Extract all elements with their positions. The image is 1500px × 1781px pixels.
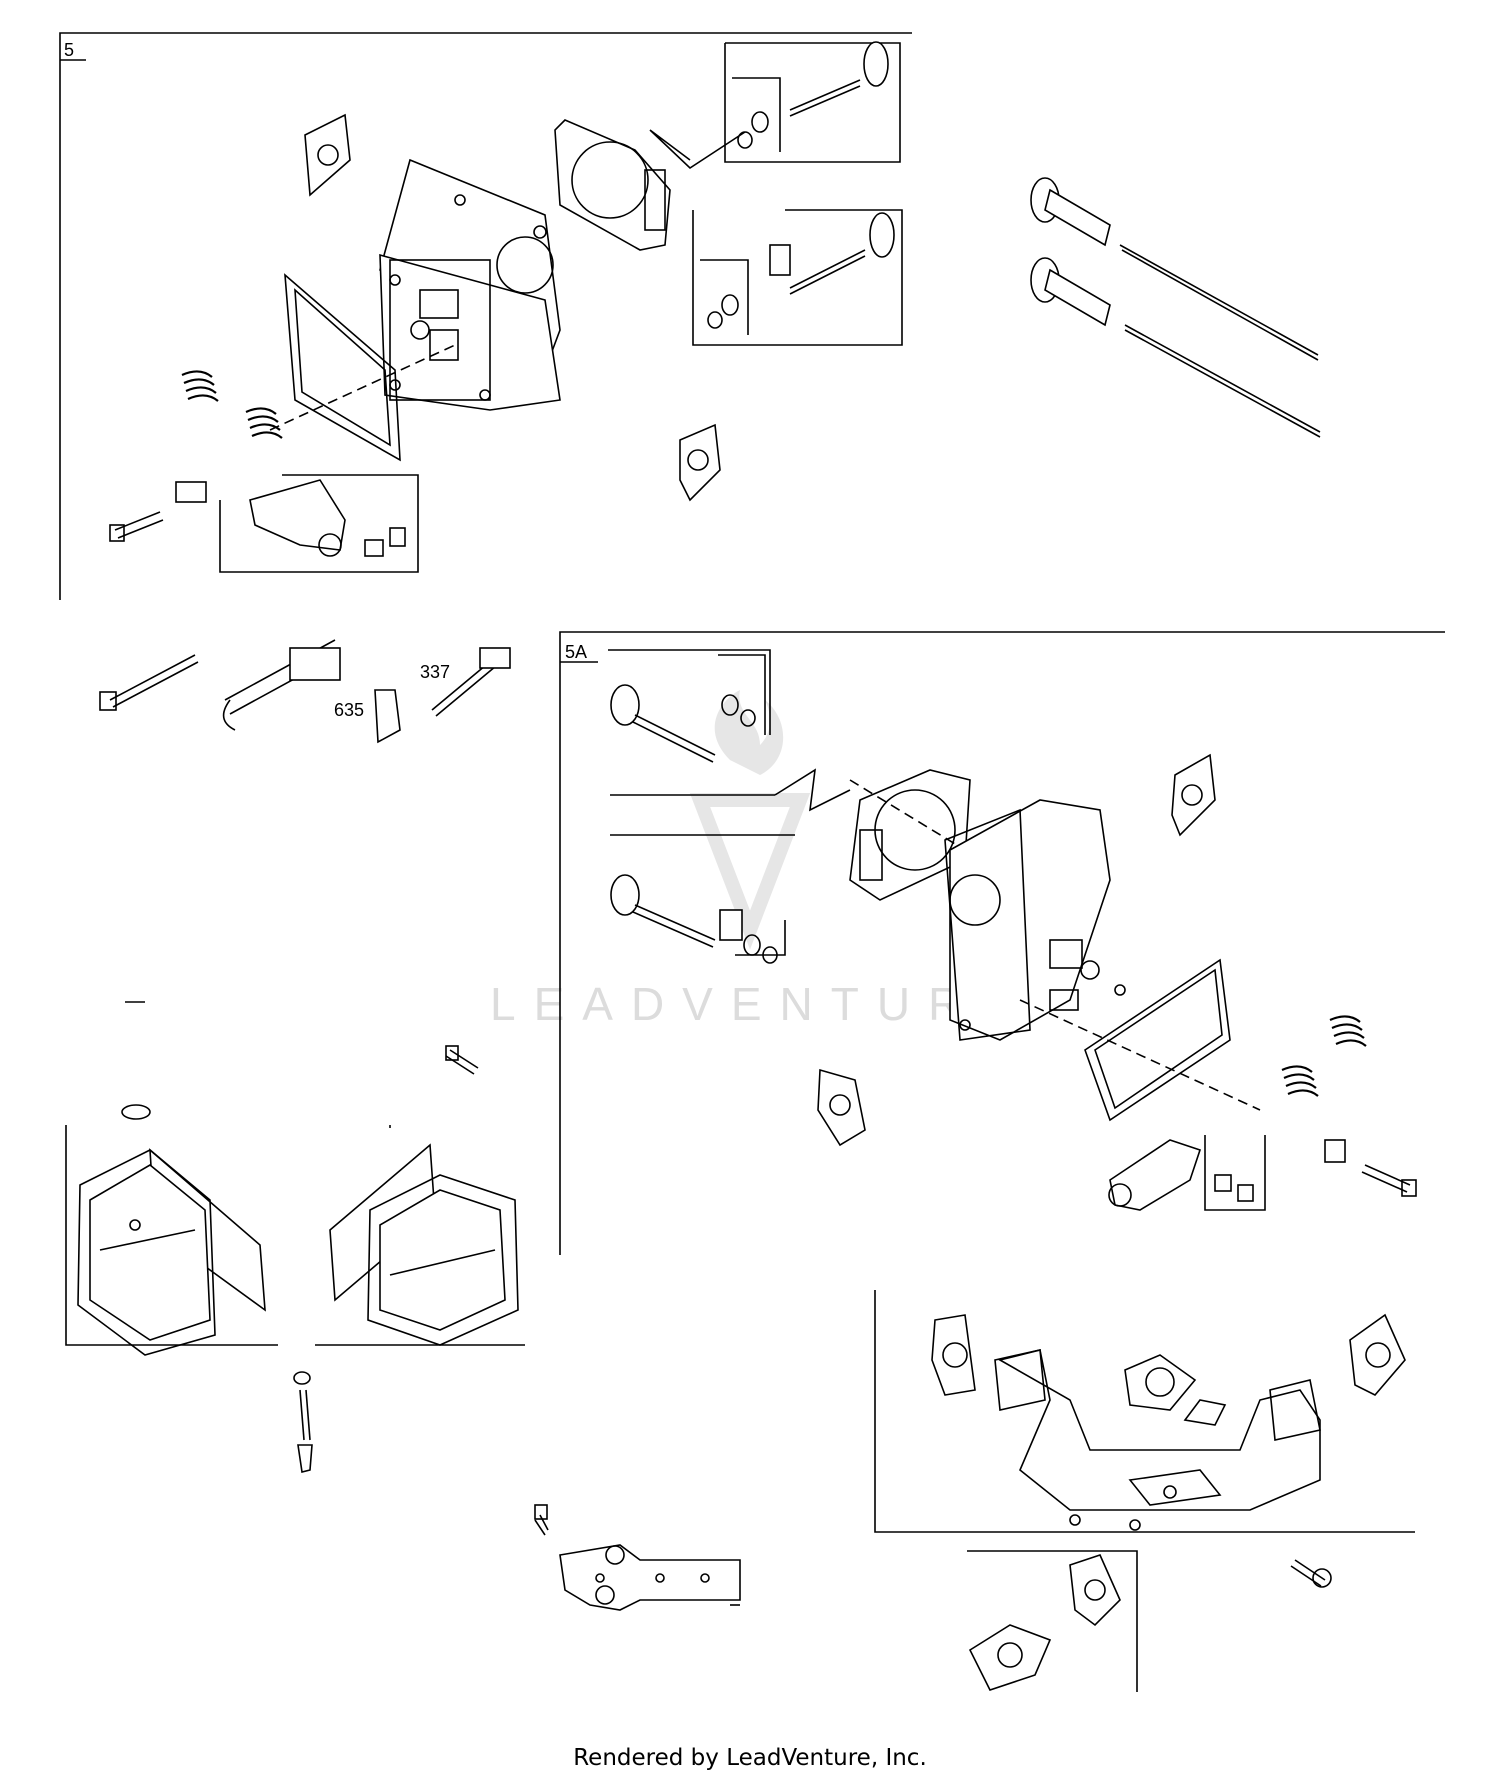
muffler-gasket-box xyxy=(967,1550,1138,1692)
valve-cover-gasket-5 xyxy=(269,273,456,462)
group-5-frame: 5 xyxy=(59,32,912,600)
valve-springs-5a xyxy=(1281,1015,1367,1097)
cylinder-head-5a xyxy=(944,799,1126,1041)
exhaust-gasket-5a xyxy=(817,1068,866,1147)
valve-cover-right xyxy=(329,1143,519,1346)
tappets-pushrods xyxy=(1030,177,1321,438)
dipstick-stud xyxy=(293,1371,313,1473)
breather-tube xyxy=(222,639,341,731)
callout-337: 337 xyxy=(420,662,450,682)
long-bolt xyxy=(99,654,199,711)
valve-box-5a xyxy=(608,649,851,964)
rocker-assembly-5 xyxy=(109,474,419,573)
valve-cover-box xyxy=(65,1125,525,1346)
valve-cover-left xyxy=(77,1148,266,1356)
manifold-gasket-right xyxy=(1349,1313,1406,1396)
cylinder-head-5 xyxy=(379,158,561,411)
exhaust-manifold xyxy=(994,1349,1321,1531)
intake-gasket-5a xyxy=(1171,753,1216,837)
group-5a-label: 5A xyxy=(565,642,587,662)
spark-plug-boot: 635 xyxy=(334,689,401,744)
head-gasket-5 xyxy=(554,119,671,251)
intake-valve-box-5 xyxy=(692,209,903,346)
footer-credit: Rendered by LeadVenture, Inc. xyxy=(573,1745,927,1771)
group-5-label: 5 xyxy=(64,40,74,60)
valve-springs-5 xyxy=(181,370,283,439)
exhaust-valve-box-5 xyxy=(649,41,901,170)
callout-635: 635 xyxy=(334,700,364,720)
watermark-text: LEADVENTURE xyxy=(490,978,1028,1030)
manifold-gasket-left xyxy=(931,1314,976,1396)
small-fasteners-left xyxy=(121,1001,479,1120)
spark-plug: 337 xyxy=(420,647,511,717)
intake-gasket-5 xyxy=(304,113,351,197)
control-bracket xyxy=(534,1504,741,1611)
group-5a-frame: 5A xyxy=(559,631,1445,1255)
valve-cover-gasket-5a xyxy=(1019,958,1261,1122)
muffler-screw xyxy=(1290,1559,1332,1588)
manifold-gasket-center xyxy=(1124,1354,1197,1411)
watermark: LEADVENTURE xyxy=(490,690,1028,1030)
exhaust-gasket-5 xyxy=(679,423,721,502)
rocker-assembly-5a xyxy=(1108,1135,1417,1211)
exhaust-manifold-box xyxy=(874,1290,1415,1533)
